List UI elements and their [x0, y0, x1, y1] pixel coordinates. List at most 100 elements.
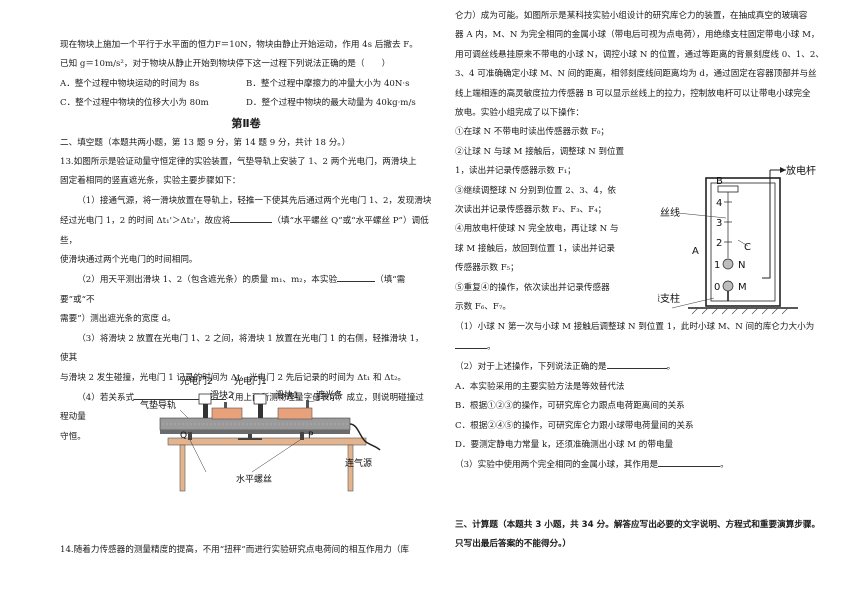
q14-sub3-answer-blank[interactable]: [658, 455, 721, 468]
step-1: ①在球 N 不带电时读出传感器示数 F₀；: [455, 127, 610, 138]
scale-2: 2: [716, 238, 722, 249]
gate2-post: [203, 398, 208, 418]
q13-step4-text: （4）若关系式: [77, 392, 135, 403]
q13-step1-line1: （1）接通气源，将一滑块放置在导轨上，轻推一下使其先后通过两个光电门 1、2，发…: [77, 195, 432, 206]
label-gate1: 光电门1: [234, 375, 267, 387]
scale-4: 4: [716, 198, 722, 209]
q13-step4-text-after: （用上面所测物理量字母表示）成立，则说明碰撞过程动量: [60, 392, 424, 423]
q14-right-line3: 用可调丝线悬挂原来不带电的小球 N，调控小球 N 的位置，通过等距离的背景刻度线…: [455, 49, 824, 60]
step-3b: 次读出并记录传感器示数 F₂、F₃、F₄；: [455, 205, 607, 216]
q14-sub3: （3）实验中使用两个完全相同的金属小球，其作用是。: [455, 455, 825, 475]
q13-step3-line2: 与滑块 2 发生碰撞，光电门 1 记录的时间为 Δt，光电门 2 先后记录的时间…: [60, 372, 406, 383]
label-block2: 滑块2: [210, 389, 234, 401]
calc-heading-line1: 三、计算题（本题共 3 小题，共 34 分。解答应写出必要的文字说明、方程式和重…: [455, 519, 821, 530]
label-shade: 遮光条: [316, 389, 343, 401]
container-inner-wall: [710, 182, 776, 302]
step-3a: ③继续调整球 N 分别到位置 2、3、4，依: [455, 185, 617, 196]
q14-sub3-text: （3）实验中使用两个完全相同的金属小球，其作用是: [455, 460, 659, 471]
q13-step1-answer-blank[interactable]: [230, 211, 273, 224]
ball-n: [722, 258, 734, 270]
screw-q: [188, 432, 192, 440]
q14-option-a[interactable]: A．本实验采用的主要实验方法是等效替代法: [455, 381, 625, 392]
discharge-rod: [762, 170, 771, 279]
q14-sub1: （1）小球 N 第一次与小球 M 接触后调整球 N 到位置 1，此时小球 M、N…: [455, 321, 815, 352]
table-leg-left: [179, 444, 186, 492]
label-discharge-rod: 放电杆: [786, 164, 816, 177]
q14-option-b[interactable]: B．根据①②③的操作，可研究库仑力跟点电荷距离间的关系: [455, 401, 685, 412]
scale-0: 0: [714, 282, 720, 293]
label-q: Q: [180, 431, 187, 441]
q13-step1-text: 经过光电门 1，2 的时间 Δt₁'＞Δt₂'，故应将: [60, 216, 231, 227]
label-sensor-b: B: [716, 176, 723, 187]
q13-step3-line1: （3）将滑块 2 放置在光电门 1、2 之间，将滑块 1 放置在光电门 1 的右…: [60, 333, 424, 364]
q13-step2-line1: （2）用天平测出滑块 1、2（包含遮光条）的质量 m₁、m₂，本实验（填“需要”…: [60, 270, 432, 310]
air-hose: [349, 423, 381, 451]
step-5b: 示数 F₆、F₇。: [455, 302, 511, 313]
q12-stem-line1: 现在物块上施加一个平行于水平面的恒力F＝10N，物块由静止开始运动，作用 4s …: [60, 40, 418, 50]
q13-step2-text: （2）用天平测出滑块 1、2（包含遮光条）的质量 m₁、m₂，本实验: [77, 275, 338, 286]
label-block1: 滑块1: [275, 389, 299, 401]
label-thread: 丝线: [660, 206, 680, 219]
q13-step1-text-after: （填“水平螺丝 Q”或“水平螺丝 P”）调低些，: [60, 216, 429, 246]
vacuum-container: [705, 177, 781, 307]
label-air-source: 连气源: [345, 457, 372, 469]
coulomb-apparatus-figure: 放电杆 B 丝线 4 3 2 C A 1 N 0 M 绝缘支柱: [658, 164, 816, 315]
label-screw: 水平螺丝: [236, 473, 272, 485]
q12-options-row2: C．整个过程中物块的位移大小为 80m D．整个过程中物块的最大动量为 40kg…: [60, 94, 432, 113]
scale-1: 1: [714, 260, 720, 271]
table-top: [167, 437, 367, 446]
block2: [211, 407, 243, 420]
q13-step4-answer-blank[interactable]: [134, 388, 227, 400]
q14-sub2-answer-blank[interactable]: [606, 357, 667, 370]
q13-step1-line2: 经过光电门 1，2 的时间 Δt₁'＞Δt₂'，故应将（填“水平螺丝 Q”或“水…: [60, 211, 432, 251]
block1: [277, 407, 313, 420]
q14-right-line6: 放电。实验小组完成了以下操作：: [455, 108, 584, 119]
section-title: 第Ⅱ卷: [231, 116, 261, 130]
q13-step2-line2: 需要”）测出遮光条的宽度 d。: [60, 314, 176, 325]
q12-stem-line2: 已知 g＝10m/s²，对于物块从静止开始到物块停下这一过程下列说法正确的是（ …: [60, 59, 391, 70]
step-2a: ②让球 N 与球 M 接触后，调整球 N 到位置: [455, 146, 625, 157]
q14-sub2-text: （2）对于上述操作，下列说法正确的是: [455, 362, 607, 373]
step-4b: 球 M 接触后，放回到位置 1，读出并记录: [455, 243, 615, 254]
q14-sub1-answer-blank[interactable]: [455, 337, 487, 349]
gate1-head: [253, 393, 267, 405]
q13-step1-line3: 使滑块通过两个光电门的时间相同。: [60, 255, 198, 266]
air-track-figure: 光电门2 光电门1 滑块2 滑块1 气垫导轨 遮光条 Q P 连气源 水平螺丝: [140, 375, 381, 492]
table-leg-right: [347, 444, 354, 492]
step-2b: 1，读出并记录传感器示数 F₁；: [455, 166, 576, 177]
screw-p: [300, 432, 304, 440]
q14-steps: ①在球 N 不带电时读出传感器示数 F₀； ②让球 N 与球 M 接触后，调整球…: [455, 123, 655, 317]
step-4a: ④用放电杆使球 N 完全放电，再让球 N 与: [455, 224, 619, 235]
air-rail-base: [160, 430, 350, 434]
q13-step2-text-after: （填“需要”或“不: [60, 275, 406, 305]
q14-right-line1: 仑力）成为可能。如图所示是某科技实验小组设计的研究库仑力的装置，在抽成真空的玻璃…: [455, 11, 808, 21]
label-pillar: 绝缘支柱: [658, 292, 680, 305]
label-ball-n: N: [738, 260, 745, 271]
q14-right-line4: 3、4 可准确确定小球 M、N 间的距离，相邻刻度线间距离均为 d，通过固定在容…: [455, 69, 817, 80]
step-5a: ⑤重复④的操作，依次读出并记录传感器: [455, 282, 610, 293]
q14-right-line5: 线上端相连的高灵敏度拉力传感器 B 可以显示丝线上的拉力，控制放电杆可以让带电小…: [455, 88, 811, 99]
q14-option-d[interactable]: D．要测定静电力常量 k，还须准确测出小球 M 的带电量: [455, 439, 674, 450]
step-4c: 传感器示数 F₅；: [455, 263, 519, 274]
q14-right-line2: 器 A 内，M、N 为完全相同的金属小球（带电后可视为点电荷），用绝缘支柱固定带…: [455, 30, 820, 41]
label-c: C: [744, 242, 751, 253]
q12-option-a[interactable]: A．整个过程中物块运动的时间为 8s: [60, 78, 200, 89]
q14-option-c[interactable]: C．根据②④⑤的操作，可研究库仑力跟小球带电荷量间的关系: [455, 420, 694, 431]
q12-option-d[interactable]: D．整个过程中物块的最大动量为 40kg·m/s: [246, 98, 416, 109]
right-column: 仑力）成为可能。如图所示是某科技实验小组设计的研究库仑力的装置，在抽成真空的玻璃…: [455, 0, 825, 555]
q14-line1: 14.随着力传感器的测量精度的提高，不用“扭秤”而进行实验研究点电荷间的相互作用…: [60, 545, 410, 555]
q12-option-c[interactable]: C．整个过程中物块的位移大小为 80m: [60, 98, 209, 109]
left-column: 现在物块上施加一个平行于水平面的恒力F＝10N，物块由静止开始运动，作用 4s …: [60, 0, 432, 447]
calc-heading-line2: 只写出最后答案的不能得分。）: [455, 539, 572, 550]
scale-3: 3: [716, 218, 722, 229]
q14-sub2: （2）对于上述操作，下列说法正确的是。: [455, 357, 825, 377]
q13-step4-line1: （4）若关系式（用上面所测物理量字母表示）成立，则说明碰撞过程动量: [60, 388, 432, 428]
q12-option-b[interactable]: B．整个过程中摩擦力的冲量大小为 40N·s: [246, 78, 410, 89]
center-support: [248, 434, 252, 440]
label-rail: 气垫导轨: [140, 399, 176, 411]
q13-line2: 固定着相同的竖直遮光条，实验主要步骤如下：: [60, 176, 241, 187]
q13-line1: 13.如图所示是验证动量守恒定律的实验装置，气垫导轨上安装了 1、2 两个光电门…: [60, 157, 417, 168]
gate1-post: [258, 398, 263, 418]
q13-step2-answer-blank[interactable]: [337, 270, 376, 283]
ball-m: [722, 280, 734, 292]
